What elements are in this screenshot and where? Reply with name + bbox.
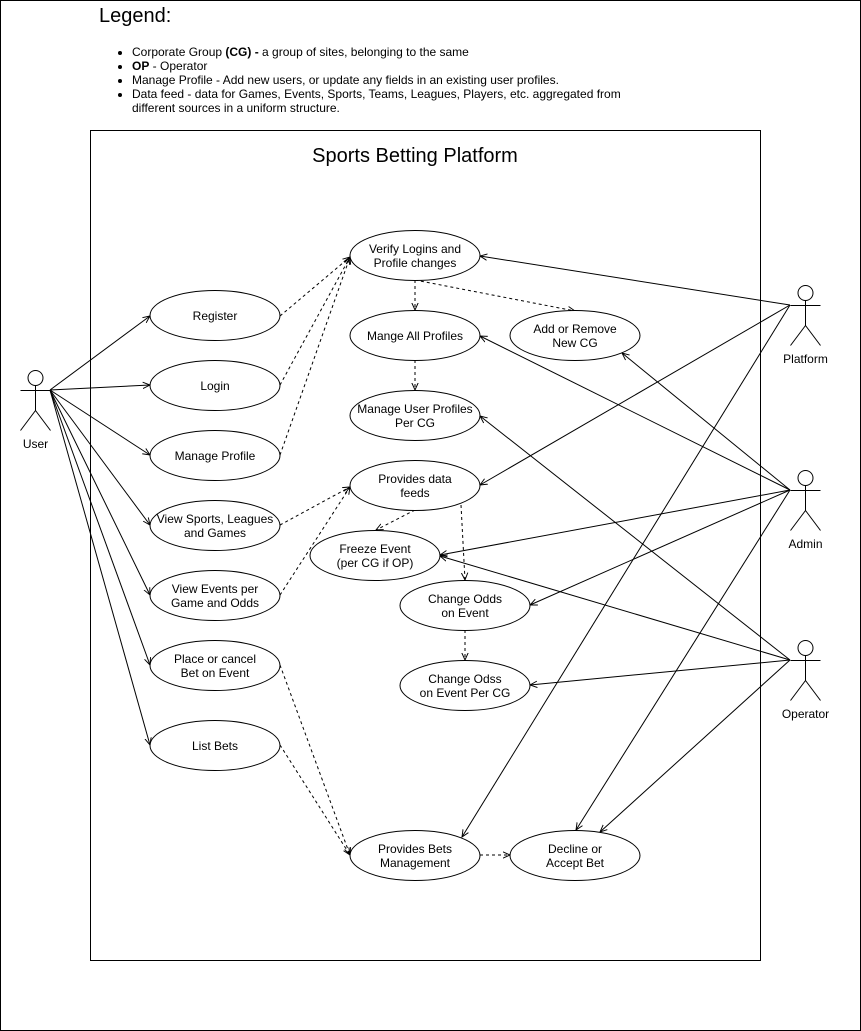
- svg-text:Freeze Event: Freeze Event: [339, 542, 411, 556]
- actor-head-icon: [27, 370, 44, 386]
- svg-text:Change Odss: Change Odss: [428, 672, 501, 686]
- use-case-manage-user-profiles-cg[interactable]: Manage User Profiles Per CG: [349, 390, 481, 441]
- dep-list-bets-bets: [279, 744, 350, 855]
- actor-head-icon: [797, 285, 814, 301]
- assoc-user-register: [49, 316, 150, 391]
- dep-register-verify: [279, 257, 350, 317]
- system-title: Sports Betting Platform: [312, 145, 518, 167]
- use-case-change-odds[interactable]: Change Odds on Event: [399, 580, 531, 631]
- svg-text:Provides data: Provides data: [378, 472, 452, 486]
- assoc-admin-cg: [622, 353, 791, 491]
- legend-item: Corporate Group (CG) - a group of sites,…: [132, 45, 652, 59]
- svg-text:Manage User Profiles: Manage User Profiles: [357, 402, 472, 416]
- use-case-view-sports[interactable]: View Sports, Leagues and Games: [149, 500, 281, 551]
- svg-text:on Event Per CG: on Event Per CG: [420, 686, 511, 700]
- svg-text:Profile changes: Profile changes: [374, 256, 457, 270]
- assoc-admin-change-odds: [530, 489, 791, 605]
- actor-operator-label: Operator: [782, 707, 829, 721]
- svg-text:Accept Bet: Accept Bet: [546, 856, 605, 870]
- use-case-add-remove-cg[interactable]: Add or Remove New CG: [509, 310, 641, 361]
- use-case-freeze-event[interactable]: Freeze Event (per CG if OP): [309, 530, 441, 581]
- svg-text:Decline or: Decline or: [548, 842, 602, 856]
- assoc-user-list-bets: [49, 389, 150, 745]
- use-case-verify-logins[interactable]: Verify Logins and Profile changes: [349, 230, 481, 281]
- legend-item: Manage Profile - Add new users, or updat…: [132, 73, 652, 87]
- svg-text:Mange All Profiles: Mange All Profiles: [367, 329, 463, 343]
- svg-text:Manage Profile: Manage Profile: [175, 449, 256, 463]
- legend-item: Data feed - data for Games, Events, Spor…: [132, 87, 652, 115]
- system-boundary: [90, 130, 761, 961]
- use-case-provides-bets[interactable]: Provides Bets Management: [349, 830, 481, 881]
- svg-text:Bet on Event: Bet on Event: [181, 666, 250, 680]
- legend-list: Corporate Group (CG) - a group of sites,…: [100, 45, 652, 115]
- svg-text:(per CG if OP): (per CG if OP): [337, 556, 414, 570]
- svg-text:View Sports, Leagues: View Sports, Leagues: [157, 512, 274, 526]
- use-case-manage-all-profiles[interactable]: Mange All Profiles: [349, 310, 481, 361]
- dep-login-verify: [279, 257, 350, 386]
- assoc-operator-cg-profiles: [480, 416, 791, 661]
- actor-head-icon: [797, 470, 814, 486]
- svg-text:on Event: on Event: [441, 606, 489, 620]
- assoc-platform-verify: [480, 256, 791, 306]
- legend-title: Legend:: [99, 5, 172, 27]
- svg-text:Add or Remove: Add or Remove: [533, 322, 617, 336]
- svg-text:feeds: feeds: [400, 486, 429, 500]
- assoc-platform-feeds: [480, 304, 791, 485]
- dep-feeds-freeze: [376, 509, 416, 530]
- svg-text:List Bets: List Bets: [192, 739, 238, 753]
- svg-text:Place or cancel: Place or cancel: [174, 652, 256, 666]
- actor-admin[interactable]: Admin: [788, 470, 823, 552]
- dep-view-sports-feeds: [279, 487, 350, 526]
- actor-operator[interactable]: Operator: [782, 640, 829, 722]
- actor-admin-label: Admin: [788, 537, 822, 551]
- assoc-user-view-sports: [49, 389, 150, 525]
- svg-text:Management: Management: [380, 856, 451, 870]
- svg-text:New CG: New CG: [552, 336, 597, 350]
- assoc-user-manage-profile: [49, 389, 150, 455]
- legend-item: OP - Operator: [132, 59, 652, 73]
- assoc-user-place-bet: [49, 389, 150, 665]
- svg-text:and Games: and Games: [184, 526, 246, 540]
- actor-user[interactable]: User: [20, 370, 51, 452]
- dep-profile-verify: [279, 257, 350, 456]
- assoc-user-login: [49, 385, 150, 391]
- assoc-operator-decline: [600, 659, 791, 832]
- assoc-platform-bets: [462, 304, 791, 837]
- svg-text:Provides Bets: Provides Bets: [378, 842, 452, 856]
- assoc-user-view-events: [49, 389, 150, 595]
- svg-text:Verify Logins and: Verify Logins and: [369, 242, 461, 256]
- use-case-decline-accept-bet[interactable]: Decline or Accept Bet: [509, 830, 641, 881]
- actor-head-icon: [797, 640, 814, 656]
- assoc-admin-decline: [576, 489, 791, 830]
- use-case-register[interactable]: Register: [149, 290, 281, 341]
- svg-text:View Events per: View Events per: [172, 582, 259, 596]
- connectors: [49, 256, 791, 855]
- use-case-view-events[interactable]: View Events per Game and Odds: [149, 570, 281, 621]
- use-case-manage-profile[interactable]: Manage Profile: [149, 430, 281, 481]
- use-case-change-odds-cg[interactable]: Change Odss on Event Per CG: [399, 660, 531, 711]
- use-case-place-bet[interactable]: Place or cancel Bet on Event: [149, 640, 281, 691]
- actor-platform-label: Platform: [783, 352, 828, 366]
- svg-text:Game and Odds: Game and Odds: [171, 596, 259, 610]
- actor-user-label: User: [23, 437, 48, 451]
- use-case-list-bets[interactable]: List Bets: [149, 720, 281, 771]
- actor-platform[interactable]: Platform: [783, 285, 828, 367]
- assoc-admin-all-profiles: [480, 336, 791, 491]
- dep-feeds-change-odds: [460, 504, 465, 580]
- assoc-operator-change-odds-cg: [530, 659, 791, 685]
- assoc-operator-freeze: [440, 556, 791, 661]
- use-case-login[interactable]: Login: [149, 360, 281, 411]
- use-case-provides-data-feeds[interactable]: Provides data feeds: [349, 460, 481, 511]
- svg-text:Change Odds: Change Odds: [428, 592, 502, 606]
- dep-verify-cg: [414, 279, 575, 311]
- svg-text:Per CG: Per CG: [395, 416, 435, 430]
- dep-place-bet-bets: [279, 664, 350, 855]
- svg-text:Register: Register: [193, 309, 238, 323]
- svg-text:Login: Login: [200, 379, 229, 393]
